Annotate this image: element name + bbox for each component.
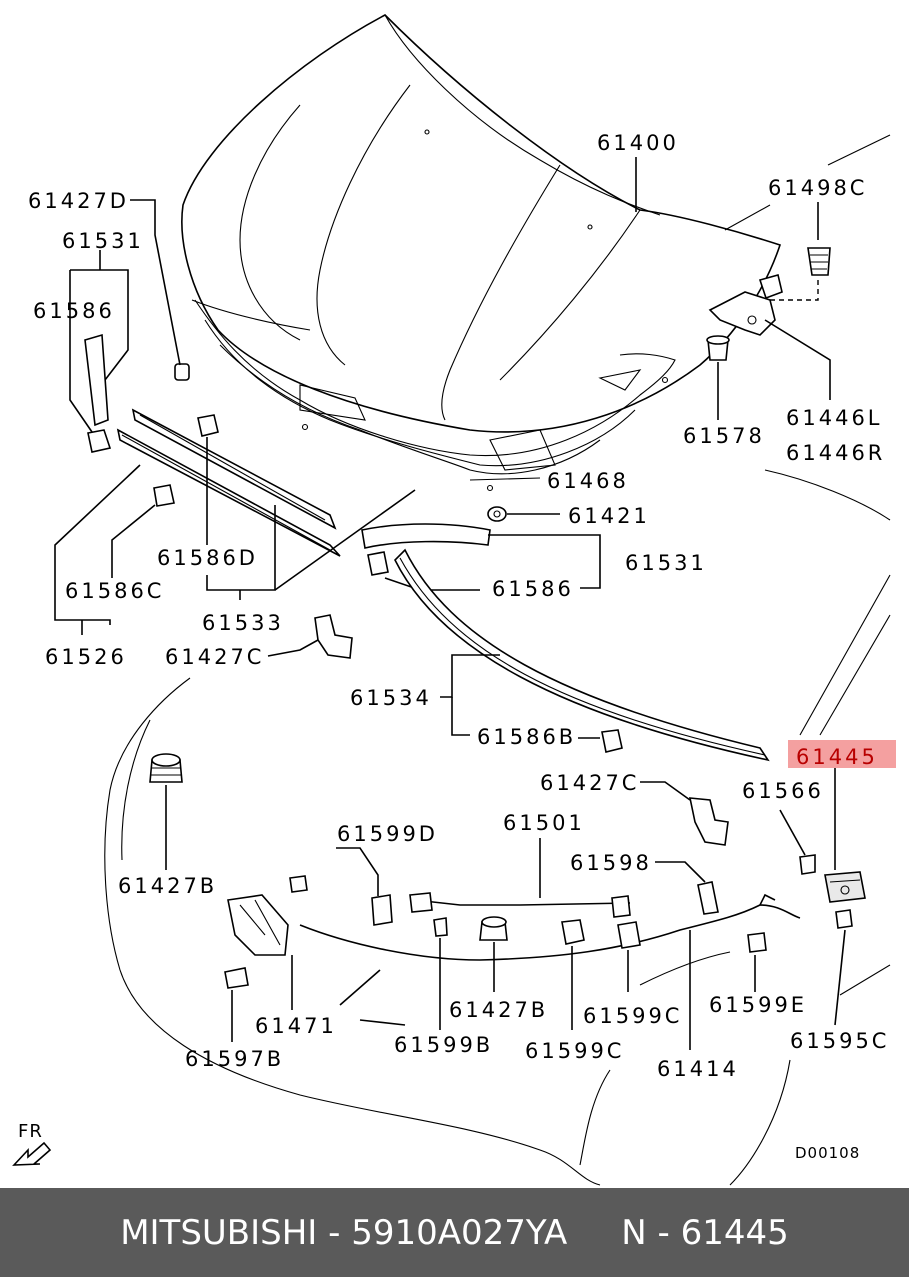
label-61468: 61468 <box>547 469 629 493</box>
stopper-61578 <box>706 335 730 420</box>
footer-caption: MITSUBISHI - 5910A027YA N - 61445 <box>120 1212 789 1253</box>
hinge-61446 <box>708 274 831 400</box>
label-61599b: 61599B <box>394 1033 493 1057</box>
label-61445-highlighted: 61445 <box>796 745 878 769</box>
clip-61599e <box>639 932 767 992</box>
drawing-code: D00108 <box>795 1144 860 1162</box>
label-61414: 61414 <box>657 1057 739 1081</box>
body-line-1 <box>827 134 891 166</box>
bolt-61566 <box>779 809 816 875</box>
label-61599d: 61599D <box>337 822 438 846</box>
label-61427b-left: 61427B <box>118 874 217 898</box>
label-61427c-right: 61427C <box>540 771 639 795</box>
label-61421: 61421 <box>568 504 650 528</box>
label-61586c: 61586C <box>65 579 164 603</box>
direction-label: FR <box>18 1121 43 1142</box>
clip-61598 <box>655 861 719 915</box>
label-61578: 61578 <box>683 424 765 448</box>
body-outline-left <box>104 677 601 1186</box>
label-61586d: 61586D <box>157 546 258 570</box>
label-61586b: 61586B <box>477 725 576 749</box>
bolt-61498c <box>770 202 831 301</box>
label-61533: 61533 <box>202 611 284 635</box>
label-61498c: 61498C <box>768 176 867 200</box>
front-arrow-icon <box>12 1141 52 1166</box>
label-61427b-mid: 61427B <box>449 998 548 1022</box>
label-61597b: 61597B <box>185 1047 284 1071</box>
label-61599e: 61599E <box>709 993 807 1017</box>
label-61598: 61598 <box>570 851 652 875</box>
body-line-4 <box>819 614 891 736</box>
hood-exploded-view: 61400 61498C 61427D 61531 61586 61446L 6… <box>12 14 896 1186</box>
body-outline-right2 <box>839 964 891 996</box>
footer-bar: MITSUBISHI - 5910A027YA N - 61445 <box>0 1188 909 1277</box>
label-61400: 61400 <box>597 131 679 155</box>
clip-61599b <box>433 917 448 1030</box>
body-line-3 <box>799 574 891 736</box>
lock-61471 <box>227 875 381 1010</box>
clip-61586c <box>111 484 175 578</box>
label-61586-mid: 61586 <box>492 577 574 601</box>
label-61531-top: 61531 <box>62 229 144 253</box>
clip-61599c-b <box>617 921 641 992</box>
body-line-2 <box>764 469 891 521</box>
label-61427c-left: 61427C <box>165 645 264 669</box>
hood-panel <box>181 14 782 492</box>
garnish-strip <box>116 408 341 557</box>
label-61599c-b: 61599C <box>525 1039 624 1063</box>
label-61595c: 61595C <box>790 1029 889 1053</box>
clip-61586b <box>578 729 623 753</box>
clip-61595c <box>834 909 853 1026</box>
body-outline-inner <box>121 719 151 861</box>
body-outline-mid <box>579 1069 611 1166</box>
clip-61599c-a <box>561 919 585 1030</box>
label-61501: 61501 <box>503 811 585 835</box>
weatherstrip-left <box>69 250 129 433</box>
leader-61526 <box>54 464 141 625</box>
grommet-61421 <box>487 506 560 522</box>
leader-61599b <box>359 1019 406 1026</box>
bracket-61427c-left <box>267 614 353 659</box>
label-61586-top: 61586 <box>33 299 115 323</box>
label-61534: 61534 <box>350 686 432 710</box>
parts-diagram: 61400 61498C 61427D 61531 61586 61446L 6… <box>12 14 896 1186</box>
pad-leader <box>469 477 541 481</box>
weatherstrip-mid <box>361 523 601 589</box>
label-61446r: 61446R <box>786 441 885 465</box>
bumper-61427b-left <box>149 753 183 870</box>
clip-61586d <box>197 414 219 545</box>
highlight-box <box>788 740 896 768</box>
body-outline-right <box>729 1059 791 1186</box>
stopper-61427d <box>130 199 190 381</box>
label-61427d: 61427D <box>28 189 129 213</box>
clip-61599d <box>336 847 393 926</box>
cable-61501 <box>409 838 631 918</box>
bolt-61597b <box>224 967 249 1042</box>
label-61599c-a: 61599C <box>583 1004 682 1028</box>
label-61446l: 61446L <box>786 406 883 430</box>
label-61471: 61471 <box>255 1014 337 1038</box>
label-61526: 61526 <box>45 645 127 669</box>
leader-61533c <box>274 489 416 591</box>
latch-61445 <box>824 768 866 903</box>
bumper-61427b-mid <box>479 916 508 992</box>
label-61531-mid: 61531 <box>625 551 707 575</box>
seal-61534 <box>394 548 770 762</box>
leader-61533 <box>206 505 276 591</box>
label-61566: 61566 <box>742 779 824 803</box>
bracket-61427c-right <box>640 781 729 846</box>
clip-61586-left <box>87 429 112 453</box>
